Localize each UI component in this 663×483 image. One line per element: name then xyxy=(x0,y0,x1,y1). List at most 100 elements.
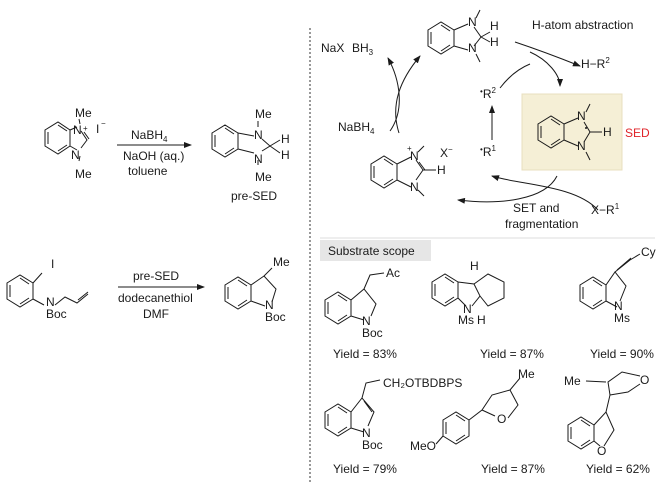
n-label: N xyxy=(468,15,477,29)
pre-sed-label: pre-SED xyxy=(231,189,277,203)
regeneration-arrow xyxy=(395,55,421,134)
reagent-pre-sed: pre-SED xyxy=(133,269,179,283)
boc-label: Boc xyxy=(362,438,383,452)
n-label: N xyxy=(362,314,371,328)
plus-charge: + xyxy=(407,144,412,153)
n-label: N xyxy=(362,426,371,440)
bh3-label: BH3 xyxy=(352,41,374,57)
h-label: H xyxy=(437,163,446,177)
yield-label: Yield = 62% xyxy=(586,462,650,476)
me-label: Me xyxy=(564,374,581,388)
h-label: H xyxy=(470,259,479,273)
scope-item: H N Ms H Yield = 87% xyxy=(431,259,544,361)
set-arrow xyxy=(457,175,558,204)
scope-item: CH₂OTBDBPS N Boc Yield = 79% xyxy=(324,376,462,476)
scope-item: Me O MeO Yield = 87% xyxy=(410,367,545,476)
o-label: O xyxy=(497,412,506,426)
iodide-label: I xyxy=(96,122,99,136)
me-label: Me xyxy=(255,170,272,184)
n-label: N xyxy=(410,180,419,194)
h-label: H xyxy=(490,35,499,49)
ms-label: Ms xyxy=(614,311,630,325)
h-label: H xyxy=(603,125,612,139)
me-label: Me xyxy=(273,255,290,269)
boc-label: Boc xyxy=(46,307,67,321)
solvent-toluene: toluene xyxy=(128,164,168,178)
reagent-naoh: NaOH (aq.) xyxy=(123,149,184,163)
sed-label: SED xyxy=(625,126,650,140)
n-label: N xyxy=(463,302,472,316)
boc-label: Boc xyxy=(362,326,383,340)
h-r2-label: H−R2 xyxy=(581,56,610,71)
o-label: O xyxy=(597,444,606,458)
aryl-iodide-reactant: I N Boc xyxy=(6,257,89,321)
h-label: H xyxy=(477,313,486,327)
scope-header: Substrate scope xyxy=(328,244,415,258)
radical-r2: •R2 xyxy=(480,86,496,101)
scope-item: Ac N Boc Yield = 83% xyxy=(324,266,400,361)
o-label: O xyxy=(640,373,649,387)
h-label: H xyxy=(281,132,290,146)
meo-label: MeO xyxy=(410,439,436,453)
iodide-charge: − xyxy=(101,119,106,128)
h-atom-abstraction-label: H-atom abstraction xyxy=(532,18,633,32)
n-label: N xyxy=(254,128,263,142)
n-label: N xyxy=(46,295,55,309)
x-minus-label: X− xyxy=(440,145,453,160)
solvent-dmf: DMF xyxy=(143,307,169,321)
fragmentation-arrow xyxy=(491,175,599,211)
radical-r1: •R1 xyxy=(480,144,496,159)
x-r1-label: X−R1 xyxy=(591,202,620,217)
h-label: H xyxy=(490,19,499,33)
n-label: N xyxy=(71,148,80,162)
r2-hat-arrow xyxy=(499,63,531,89)
h-label: H xyxy=(281,148,290,162)
set-label: SET and xyxy=(513,201,559,215)
scope-item: Me O O Yield = 62% xyxy=(564,371,650,476)
ch2otbdbps-label: CH₂OTBDBPS xyxy=(383,376,462,390)
n-label: N xyxy=(254,152,263,166)
me-label: Me xyxy=(518,367,535,381)
n-label: N xyxy=(577,139,586,153)
pre-sed-cycle: N N H H xyxy=(427,9,499,63)
me-label: Me xyxy=(75,167,92,181)
benzimidazolium-cycle: N + N H xyxy=(370,144,446,197)
nax-label: NaX xyxy=(321,41,344,55)
yield-label: Yield = 79% xyxy=(333,462,397,476)
n-plus-label: N xyxy=(73,123,82,137)
plus-charge: + xyxy=(83,124,88,133)
iodo-label: I xyxy=(51,257,54,271)
scope-header-bg xyxy=(320,240,431,261)
byproduct-arrow xyxy=(387,57,400,132)
fragmentation-label: fragmentation xyxy=(505,217,578,231)
n-label: N xyxy=(410,149,419,163)
ms-label: Ms xyxy=(458,313,474,327)
indoline-product: Me N Boc xyxy=(224,255,290,324)
radical-dot xyxy=(585,127,587,129)
me-label: Me xyxy=(255,107,272,121)
n-label: N xyxy=(614,299,623,313)
pre-sed-product: Me N N H H Me pre-SED xyxy=(211,107,290,203)
n-label: N xyxy=(468,41,477,55)
reaction-2: I N Boc pre-SED dodecanethiol DMF Me N B… xyxy=(6,255,290,324)
n-label: N xyxy=(577,109,586,123)
sed-radical: N N H xyxy=(537,103,612,161)
hat-arrow xyxy=(514,41,581,67)
catalytic-cycle: N N H H H-atom abstraction H−R2 NaX BH3 … xyxy=(321,9,650,231)
yield-label: Yield = 83% xyxy=(333,347,397,361)
to-sed-arrow xyxy=(529,51,563,87)
n-label: N xyxy=(265,298,274,312)
yield-label: Yield = 90% xyxy=(590,347,654,361)
ac-label: Ac xyxy=(386,266,400,280)
me-label: Me xyxy=(75,106,92,120)
yield-label: Yield = 87% xyxy=(481,462,545,476)
boc-label: Boc xyxy=(265,310,286,324)
reaction-1: Me N + I − N Me NaBH4 NaOH (aq.) toluene… xyxy=(44,106,290,203)
reagent-dodecanethiol: dodecanethiol xyxy=(118,291,193,305)
reagent-nabh4: NaBH4 xyxy=(131,128,168,144)
sed-highlight-box xyxy=(521,93,623,171)
scope-item: Cy N Ms Yield = 90% xyxy=(579,245,656,361)
nabh4-label: NaBH4 xyxy=(338,120,375,136)
benzimidazolium-reactant: Me N + I − N Me xyxy=(44,106,106,181)
